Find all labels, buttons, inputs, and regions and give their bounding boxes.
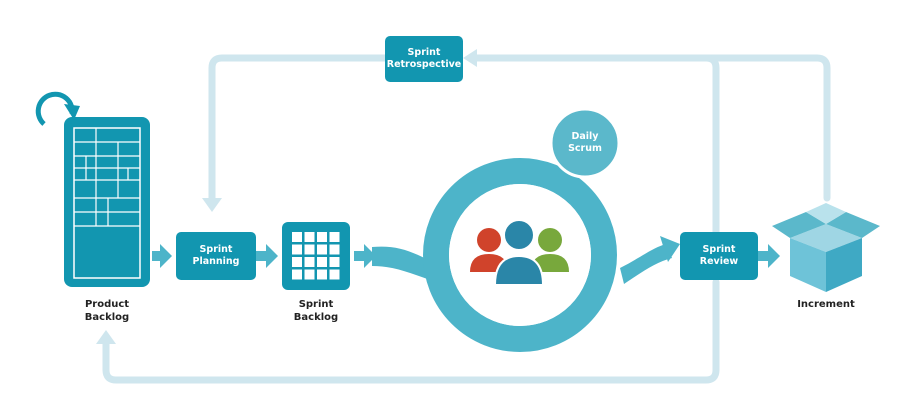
sprint-backlog-cell	[317, 257, 327, 267]
sprint-review-box	[680, 232, 758, 280]
sprint-backlog-cell	[304, 257, 315, 267]
increment-label: Increment	[797, 299, 855, 310]
sprint-backlog-cell	[317, 232, 327, 242]
sprint-backlog-label: Sprint Backlog	[293, 299, 339, 323]
sprint-backlog-cell	[329, 257, 340, 267]
product-backlog-card	[64, 117, 150, 287]
loop-increment-to-retrospective	[471, 54, 831, 202]
sprint-backlog-card	[282, 222, 350, 290]
sprint-retrospective-label: Sprint Retrospective	[386, 47, 462, 70]
loop-review-to-backlog	[102, 278, 720, 384]
refresh-icon	[35, 91, 80, 126]
daily-scrum-bubble	[549, 107, 621, 179]
ribbon-out	[620, 244, 672, 284]
sprint-retrospective-box	[385, 36, 463, 82]
sprint-cycle-ring	[423, 158, 617, 352]
ribbon-in	[372, 246, 432, 280]
sprint-backlog-cell	[317, 269, 327, 280]
arrow-backlog-to-planning	[152, 244, 172, 268]
sprint-backlog-cell	[304, 269, 315, 280]
sprint-backlog-cell	[304, 244, 315, 255]
arrow-planning-to-sprint-backlog	[256, 244, 278, 268]
sprint-backlog-cell	[317, 244, 327, 255]
sprint-planning-label: Sprint Planning	[192, 244, 240, 267]
sprint-planning-box	[176, 232, 256, 280]
feedback-loops	[102, 54, 831, 384]
sprint-backlog-cell	[329, 244, 340, 255]
sprint-backlog-cell	[292, 244, 302, 255]
sprint-backlog-cell	[329, 269, 340, 280]
loop-retrospective-to-planning	[208, 54, 389, 202]
daily-scrum-label: Daily Scrum	[568, 131, 602, 154]
arrow-review-to-increment	[758, 244, 780, 268]
arrowhead-backlog	[96, 330, 116, 344]
sprint-backlog-cell	[292, 269, 302, 280]
sprint-backlog-cell	[292, 232, 302, 242]
loop-review-to-top	[702, 54, 720, 238]
sprint-backlog-cell	[329, 232, 340, 242]
arrow-sprint-backlog-to-cycle	[354, 244, 376, 268]
sprint-backlog-cell	[292, 257, 302, 267]
arrowhead-planning	[202, 198, 222, 212]
box-icon	[772, 203, 880, 292]
arrowhead-retrospective	[463, 49, 477, 67]
sprint-cycle-inner	[449, 184, 591, 326]
sprint-backlog-cell	[304, 232, 315, 242]
arrowhead-ribbon-out	[660, 236, 680, 262]
product-backlog-label: Product Backlog	[84, 299, 130, 323]
team-icon	[470, 219, 569, 286]
sprint-review-label: Sprint Review	[699, 244, 739, 267]
